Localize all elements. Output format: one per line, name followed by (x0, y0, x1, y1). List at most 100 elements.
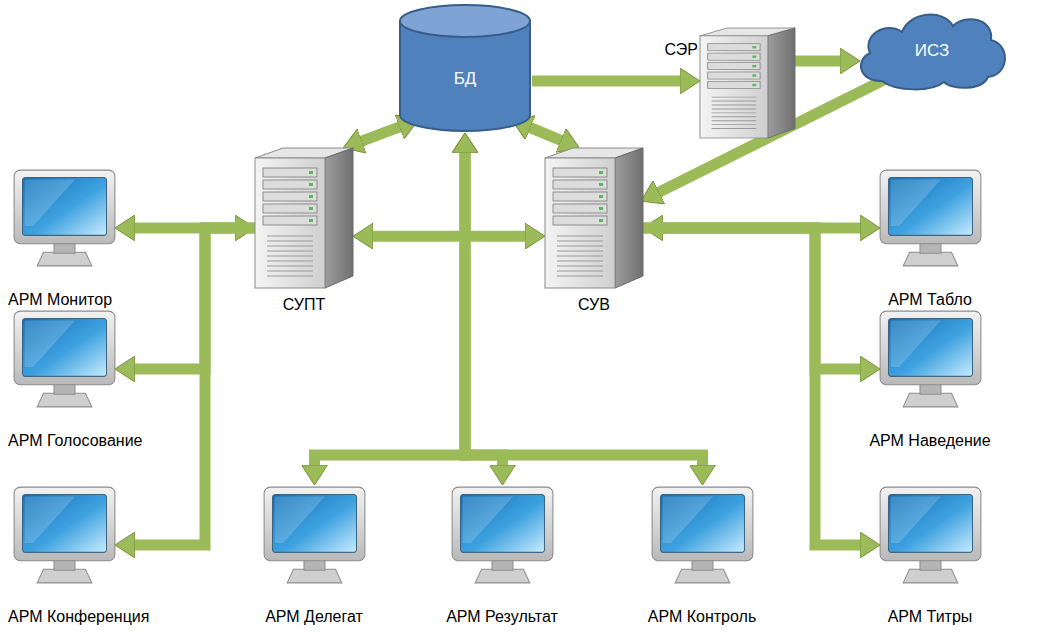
monitor-neck (492, 560, 513, 571)
workstation-node: АРМ Конференция (12, 485, 117, 585)
drive-led (599, 183, 603, 186)
vent-line (712, 128, 757, 129)
cloud-shape (861, 15, 1005, 90)
node-caption: АРМ Наведение (869, 431, 990, 450)
monitor-icon (12, 168, 117, 268)
monitor-neck (304, 560, 325, 571)
drive-bay (708, 81, 760, 88)
screen-glare (663, 497, 713, 543)
vent-line (712, 112, 757, 113)
server-side (768, 28, 795, 138)
connector-arrow (525, 125, 567, 142)
connector-arrow (129, 228, 255, 545)
monitor-body (452, 487, 553, 561)
drive-led (599, 195, 603, 198)
monitor-base (675, 569, 730, 583)
vent-line (267, 265, 313, 266)
monitor-screen (273, 494, 357, 552)
vent-line (557, 235, 603, 236)
monitor-icon (12, 309, 117, 409)
monitor-base (37, 569, 92, 583)
vent-line (712, 105, 757, 106)
monitor-body (14, 170, 115, 244)
monitor-icon (450, 485, 555, 585)
monitor-neck (54, 384, 75, 395)
monitor-icon (878, 168, 983, 268)
monitor-icon (878, 485, 983, 585)
workstation-node: АРМ Титры (878, 485, 983, 585)
vent-line (712, 120, 757, 121)
drive-led (752, 65, 756, 67)
screen-glare (463, 497, 513, 543)
node-caption: АРМ Контроль (648, 607, 756, 626)
vent-line (267, 240, 313, 241)
node-body: БД (398, 3, 532, 133)
database-node: БД (398, 3, 532, 133)
drive-bay (708, 53, 760, 60)
screen-glare (891, 321, 941, 367)
screen-glare (891, 497, 941, 543)
monitor-body (652, 487, 753, 561)
workstation-node: АРМ Делегат (262, 485, 367, 585)
monitor-base (903, 569, 958, 583)
vent-line (557, 240, 603, 241)
workstation-node: АРМ Табло (878, 168, 983, 268)
screen-glare (275, 497, 325, 543)
server-icon (545, 148, 643, 288)
connector-arrow (465, 147, 503, 471)
monitor-neck (54, 560, 75, 571)
drive-led (309, 219, 313, 222)
node-label: БД (454, 69, 477, 89)
screen-glare (25, 180, 75, 226)
drive-bay (263, 216, 317, 225)
node-caption: АРМ Делегат (265, 607, 363, 626)
server-node: СЭР (700, 28, 795, 138)
drive-bay (708, 44, 760, 51)
node-caption: АРМ Монитор (8, 290, 112, 309)
vent-line (267, 260, 313, 261)
connector-arrow (356, 125, 405, 143)
vent-line (712, 124, 757, 125)
monitor-screen (23, 494, 107, 552)
monitor-neck (920, 560, 941, 571)
monitor-icon (12, 485, 117, 585)
monitor-icon (878, 309, 983, 409)
monitor-body (880, 487, 981, 561)
monitor-base (37, 393, 92, 407)
drive-bay (553, 216, 607, 225)
drive-bay (708, 72, 760, 79)
monitor-body (880, 170, 981, 244)
connector-arrow (315, 147, 466, 471)
vent-line (712, 108, 757, 109)
monitor-base (903, 393, 958, 407)
vent-line (267, 250, 313, 251)
node-caption: АРМ Конференция (8, 607, 149, 626)
drive-bay (553, 180, 607, 189)
screen-glare (891, 180, 941, 226)
server-node: СУПТ (255, 148, 353, 288)
drive-led (309, 183, 313, 186)
connector-arrow (532, 76, 686, 87)
monitor-base (37, 252, 92, 266)
server-node: СУВ (545, 148, 643, 288)
monitor-screen (889, 494, 973, 552)
drive-led (309, 207, 313, 210)
drive-led (599, 207, 603, 210)
connector-arrow (367, 231, 531, 242)
monitor-screen (461, 494, 545, 552)
connector-arrow (643, 228, 866, 369)
monitor-base (475, 569, 530, 583)
monitor-body (880, 311, 981, 385)
node-caption: АРМ Табло (888, 290, 972, 309)
monitor-body (14, 311, 115, 385)
server-front (255, 158, 325, 288)
node-caption: СУПТ (283, 295, 325, 314)
drive-led (309, 171, 313, 174)
monitor-screen (23, 318, 107, 376)
node-caption: СУВ (578, 295, 610, 314)
monitor-screen (889, 177, 973, 235)
vent-line (267, 235, 313, 236)
vent-line (557, 260, 603, 261)
db-icon (398, 3, 532, 133)
